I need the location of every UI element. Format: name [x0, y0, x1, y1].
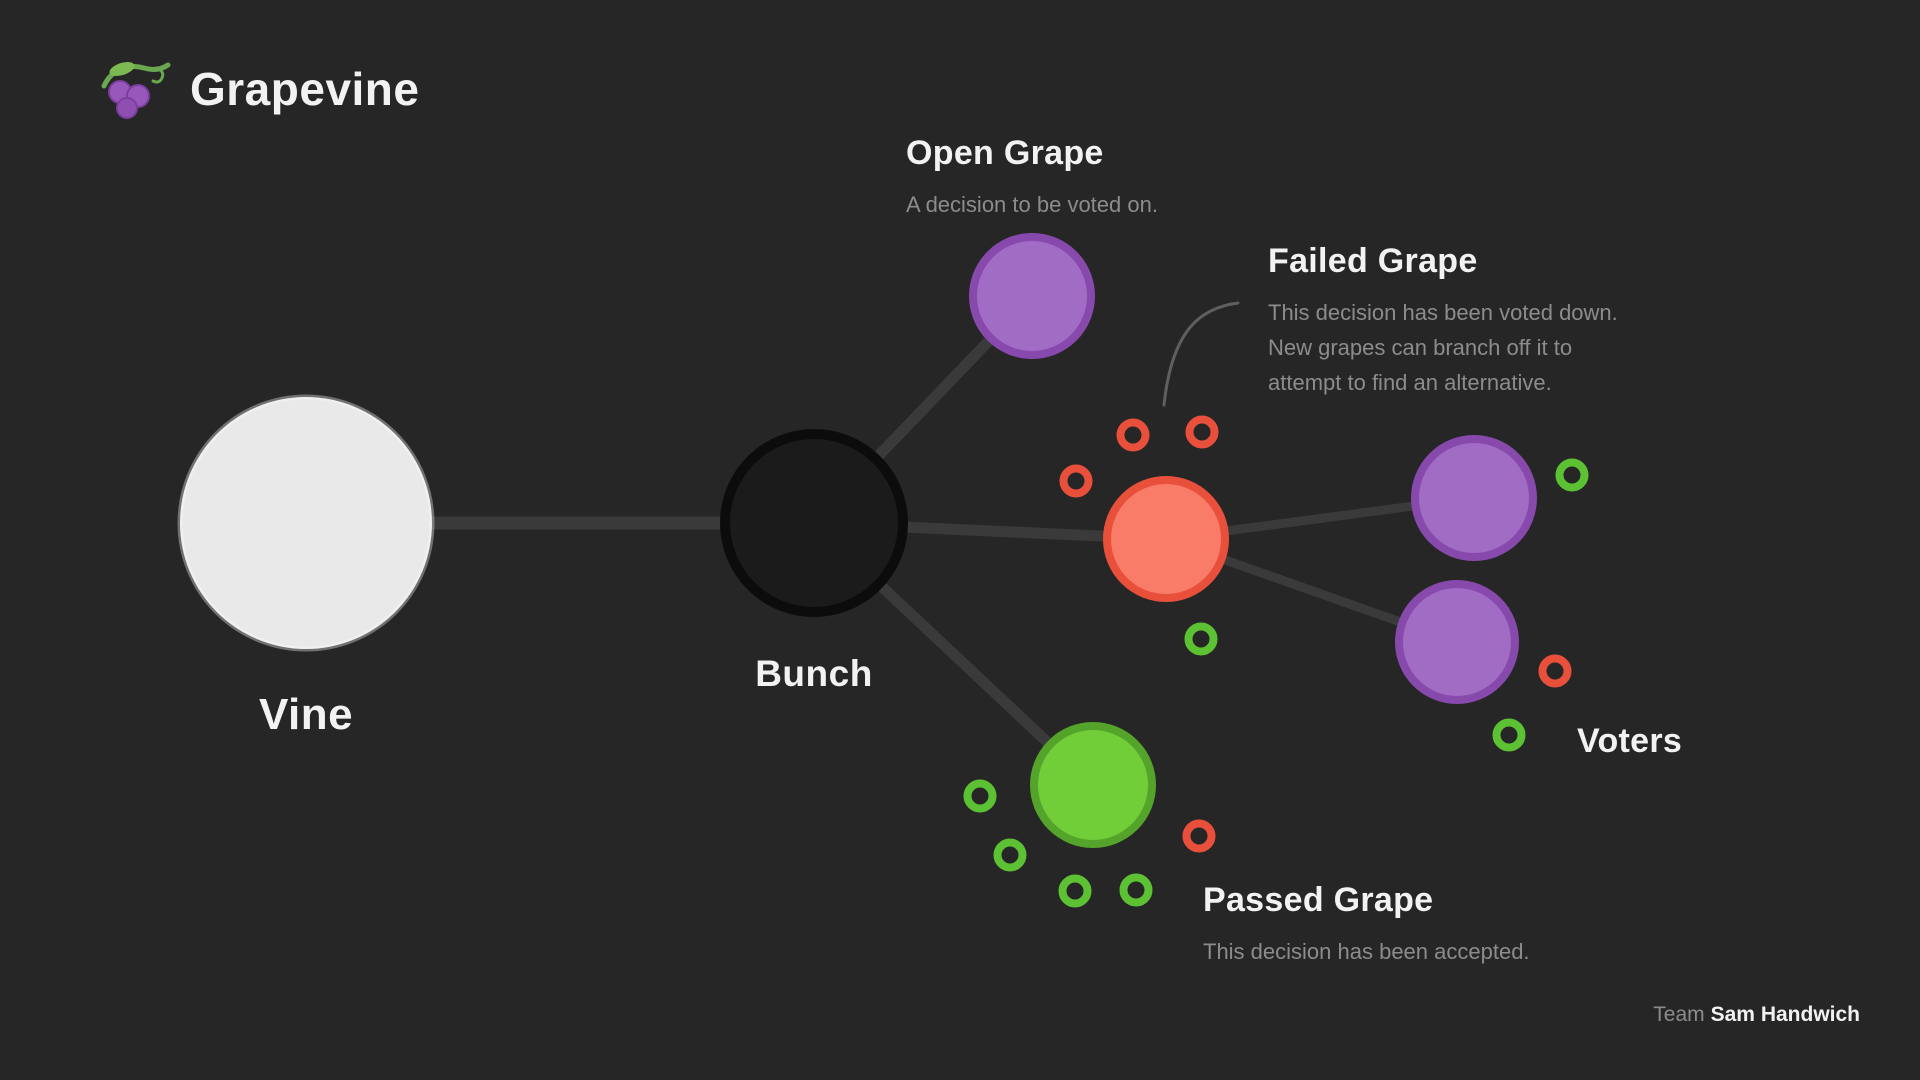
red-vote-ring-icon	[1059, 464, 1093, 498]
voter-node-1	[1411, 435, 1537, 561]
voters-label: Voters	[1577, 722, 1683, 760]
green-vote-ring-icon	[1555, 458, 1589, 492]
vine-node	[177, 394, 435, 652]
red-vote-ring-icon	[1185, 415, 1219, 449]
passed-grape-vote-rings	[963, 779, 1216, 908]
green-vote-ring-icon	[1492, 718, 1526, 752]
failed-grape-description: This decision has been voted down. New g…	[1268, 295, 1618, 400]
voter-vote-rings	[1492, 458, 1589, 752]
green-vote-ring-icon	[1119, 873, 1153, 907]
team-credit-label: Team	[1653, 1003, 1705, 1026]
green-vote-ring-icon	[1184, 622, 1218, 656]
failed-grape-annotation-curve	[1162, 301, 1240, 407]
failed-grape-node	[1103, 476, 1229, 602]
open-grape-node	[969, 233, 1095, 359]
failed-grape-text: Failed Grape This decision has been vote…	[1268, 242, 1618, 400]
failed-grape-description-line: New grapes can branch off it to	[1268, 335, 1573, 360]
app-logo: Grapevine	[98, 56, 420, 122]
green-vote-ring-icon	[993, 838, 1027, 872]
passed-grape-title: Passed Grape	[1203, 881, 1434, 919]
open-grape-text: Open Grape A decision to be voted on.	[906, 134, 1158, 222]
red-vote-ring-icon	[1182, 819, 1216, 853]
passed-grape-node	[1030, 722, 1156, 848]
open-grape-title: Open Grape	[906, 134, 1104, 172]
failed-grape-vote-rings	[1059, 415, 1219, 656]
failed-grape-title: Failed Grape	[1268, 242, 1478, 280]
grapes-icon	[101, 62, 171, 119]
app-title: Grapevine	[190, 63, 420, 115]
green-vote-ring-icon	[963, 779, 997, 813]
bunch-node	[720, 429, 908, 617]
passed-grape-text: Passed Grape This decision has been acce…	[1203, 881, 1530, 969]
failed-grape-description-line: This decision has been voted down.	[1268, 300, 1618, 325]
red-vote-ring-icon	[1116, 418, 1150, 452]
team-credit-name: Sam Handwich	[1710, 1003, 1860, 1026]
vine-label: Vine	[258, 690, 354, 739]
passed-grape-description: This decision has been accepted.	[1203, 939, 1530, 964]
green-vote-ring-icon	[1058, 874, 1092, 908]
voter-node-2	[1395, 580, 1519, 704]
open-grape-description: A decision to be voted on.	[906, 192, 1158, 217]
red-vote-ring-icon	[1538, 654, 1572, 688]
failed-grape-description-line: attempt to find an alternative.	[1268, 370, 1552, 395]
bunch-label: Bunch	[755, 653, 873, 694]
